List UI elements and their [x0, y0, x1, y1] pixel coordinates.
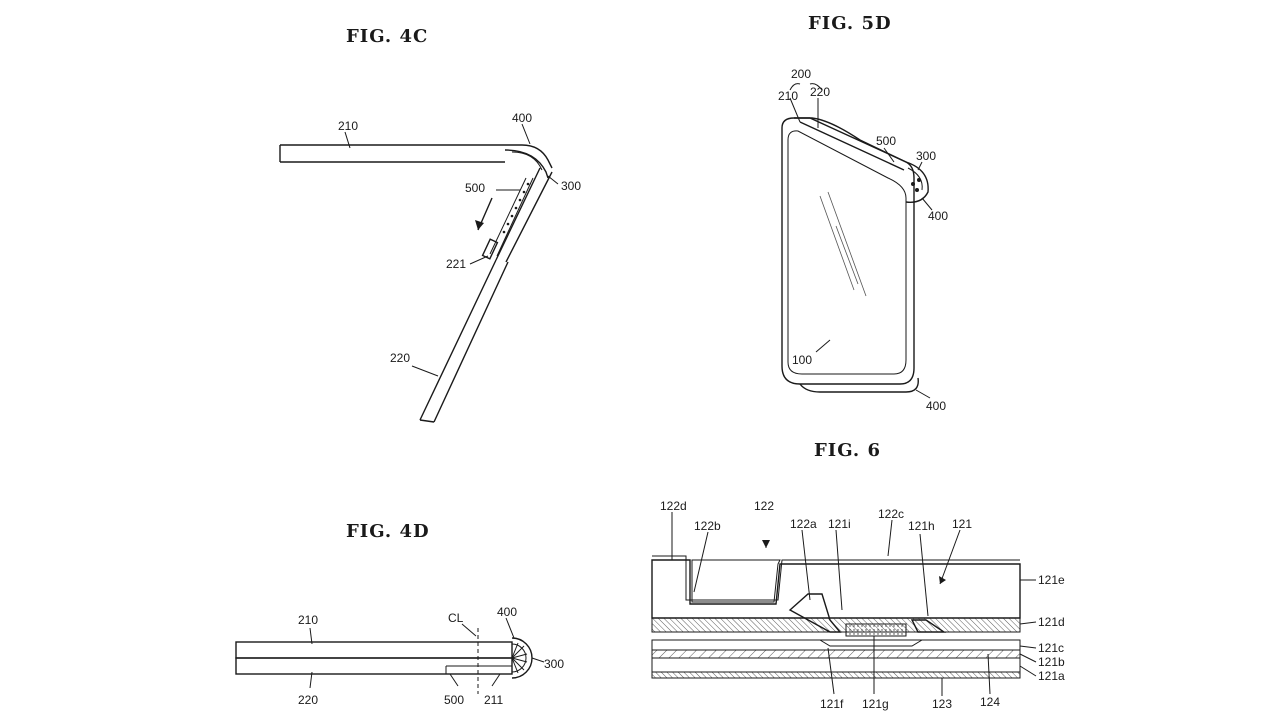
label-122: 122	[754, 499, 774, 513]
label-122d: 122d	[660, 499, 687, 513]
label-210-4d: 210	[298, 613, 318, 627]
device-body	[781, 117, 915, 385]
label-500-4c: 500	[465, 181, 485, 195]
label-124: 124	[980, 695, 1000, 709]
label-122a: 122a	[790, 517, 817, 531]
label-122b: 122b	[694, 519, 721, 533]
label-121e: 121e	[1038, 573, 1065, 587]
label-500-4d: 500	[444, 693, 464, 707]
label-121i: 121i	[828, 517, 851, 531]
label-500-5d: 500	[876, 134, 896, 148]
label-300-4c: 300	[561, 179, 581, 193]
fig-4d-drawing: 210 CL 400 300 220 500 211	[235, 605, 564, 707]
label-123: 123	[932, 697, 952, 711]
fig-5d-drawing: 200 210 220 500 300 400 100 400	[778, 67, 948, 413]
label-121d: 121d	[1038, 615, 1065, 629]
panel-210-4d	[235, 641, 513, 659]
layer-121d	[651, 617, 1021, 633]
label-121g: 121g	[862, 697, 889, 711]
layer-121b	[651, 649, 1021, 659]
fig-4d-title: FIG. 4D	[346, 521, 430, 542]
label-210-4c: 210	[338, 119, 358, 133]
layer-121c	[651, 639, 1021, 651]
label-300-4d: 300	[544, 657, 564, 671]
label-122c: 122c	[878, 507, 904, 521]
label-200-5d: 200	[791, 67, 811, 81]
fig-4c-title: FIG. 4C	[346, 26, 429, 47]
label-400-5d-top: 400	[928, 209, 948, 223]
label-221-4c: 221	[446, 257, 466, 271]
panel-210	[280, 144, 553, 169]
label-400-4d: 400	[497, 605, 517, 619]
label-211-4d: 211	[484, 693, 503, 707]
label-cl-4d: CL	[448, 611, 464, 625]
label-220-4d: 220	[298, 693, 318, 707]
gate-121g	[845, 623, 907, 637]
label-121c: 121c	[1038, 641, 1064, 655]
fig-6-title: FIG. 6	[814, 440, 881, 461]
label-121h: 121h	[908, 519, 935, 533]
label-220-5d: 220	[810, 85, 830, 99]
label-210-5d: 210	[778, 89, 798, 103]
label-121b: 121b	[1038, 655, 1065, 669]
label-400-4c: 400	[512, 111, 532, 125]
label-121a: 121a	[1038, 669, 1065, 683]
label-400-5d-bottom: 400	[926, 399, 946, 413]
fig-4c-drawing: 210 400 300 500 221 220	[279, 111, 581, 423]
hinge-pattern	[502, 182, 530, 234]
fig-5d-title: FIG. 5D	[808, 13, 892, 34]
label-121f: 121f	[820, 697, 844, 711]
fig-6-drawing: 122d 122 122b 122a 121i 122c 121h 121 12…	[651, 499, 1065, 711]
label-100-5d: 100	[792, 353, 812, 367]
label-220-4c: 220	[390, 351, 410, 365]
label-121: 121	[952, 517, 972, 531]
label-300-5d: 300	[916, 149, 936, 163]
layer-121a	[651, 657, 1021, 673]
